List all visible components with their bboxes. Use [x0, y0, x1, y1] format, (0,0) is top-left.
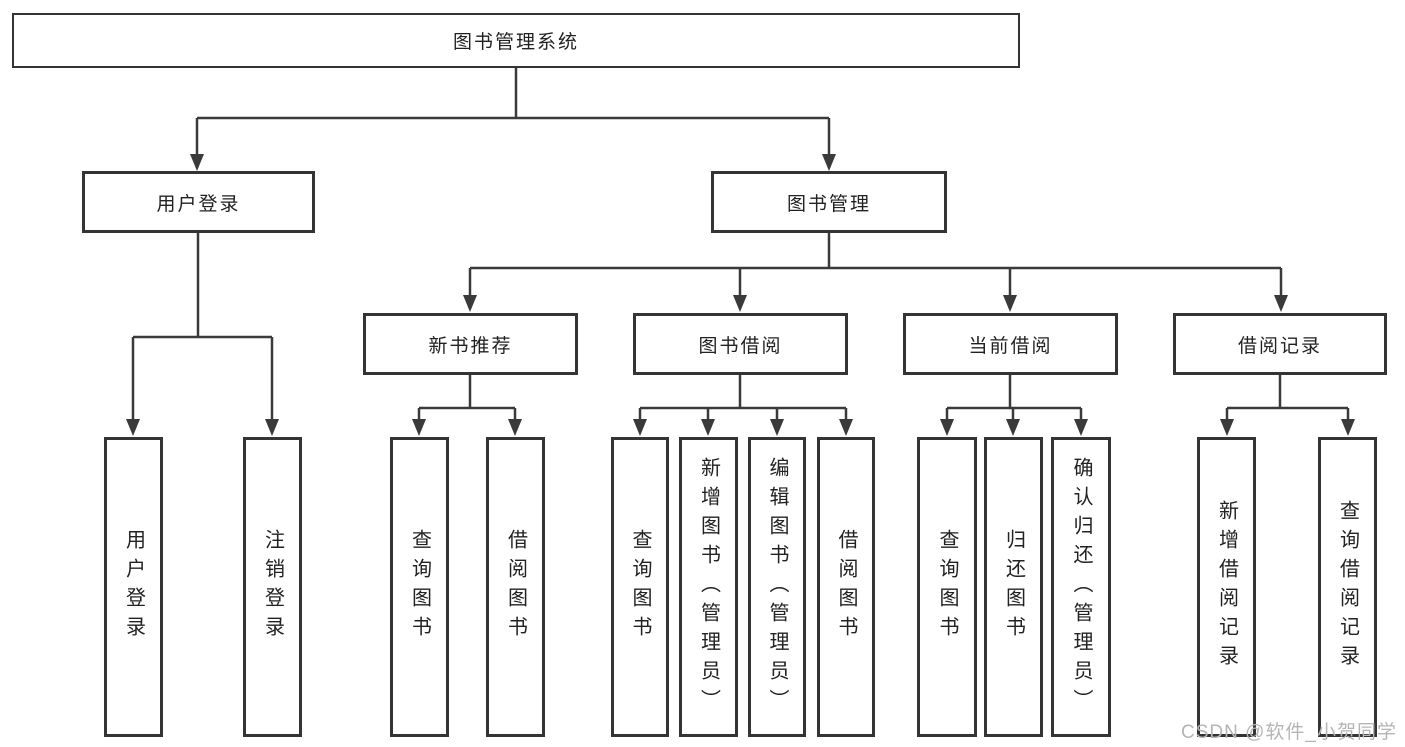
connector-root-to-level2	[195, 68, 831, 156]
leaf-logout-label: 注销登录	[261, 529, 284, 645]
arrowheads-book-borrow-children	[633, 419, 853, 436]
leaf-edit-books-admin-label: 编辑图书（管理员）	[766, 456, 788, 718]
leaf-query-borrow-record: 查询借阅记录	[1318, 437, 1377, 737]
leaf-add-books-admin-label: 新增图书（管理员）	[697, 456, 720, 718]
leaf-query-books-recommend-label: 查询图书	[408, 529, 431, 645]
leaf-query-books-current-label: 查询图书	[936, 529, 958, 645]
leaf-query-borrow-record-label: 查询借阅记录	[1336, 500, 1359, 674]
arrowheads-level3	[463, 295, 1288, 312]
leaf-borrow-books-recommend-label: 借阅图书	[504, 529, 527, 645]
leaf-query-books-borrow: 查询图书	[611, 437, 669, 737]
node-book-borrow: 图书借阅	[633, 313, 848, 375]
arrowheads-user-login-children	[126, 419, 279, 436]
leaf-user-login-label: 用户登录	[122, 529, 145, 645]
connector-book-borrow-children	[638, 375, 848, 421]
node-borrow-records: 借阅记录	[1173, 313, 1387, 375]
arrowheads-borrow-record-children	[1220, 419, 1355, 436]
leaf-logout: 注销登录	[243, 437, 302, 737]
node-new-book-recommend-label: 新书推荐	[428, 335, 513, 357]
node-user-login-label: 用户登录	[156, 193, 241, 215]
leaf-borrow-books: 借阅图书	[817, 437, 875, 737]
leaf-user-login: 用户登录	[104, 437, 163, 737]
node-current-borrow: 当前借阅	[903, 313, 1118, 375]
node-borrow-records-label: 借阅记录	[1237, 335, 1322, 357]
node-user-login: 用户登录	[82, 171, 315, 233]
leaf-query-books-current: 查询图书	[917, 437, 977, 737]
node-book-borrow-label: 图书借阅	[698, 335, 783, 357]
connector-new-book-children	[417, 375, 517, 421]
leaf-return-books-label: 归还图书	[1002, 529, 1025, 645]
connector-borrow-record-children	[1225, 375, 1350, 421]
arrowheads-current-borrow-children	[940, 419, 1088, 436]
arrowheads-level2	[190, 154, 836, 171]
node-library-management-system-label: 图书管理系统	[452, 32, 579, 53]
leaf-query-books-recommend: 查询图书	[390, 437, 449, 737]
leaf-query-books-borrow-label: 查询图书	[629, 529, 651, 645]
connector-current-borrow-children	[945, 375, 1083, 421]
leaf-confirm-return-admin-label: 确认归还（管理员）	[1070, 456, 1092, 718]
leaf-add-borrow-record-label: 新增借阅记录	[1215, 500, 1238, 674]
csdn-watermark: CSDN @软件_小贺同学	[1181, 722, 1397, 743]
leaf-add-borrow-record: 新增借阅记录	[1197, 437, 1256, 737]
leaf-add-books-admin: 新增图书（管理员）	[679, 437, 738, 737]
node-new-book-recommend: 新书推荐	[363, 313, 578, 375]
leaf-edit-books-admin: 编辑图书（管理员）	[748, 437, 806, 737]
node-library-management-system: 图书管理系统	[12, 13, 1020, 68]
leaf-confirm-return-admin: 确认归还（管理员）	[1051, 437, 1111, 737]
arrowheads-new-book-children	[412, 419, 522, 436]
leaf-borrow-books-recommend: 借阅图书	[486, 437, 545, 737]
leaf-return-books: 归还图书	[984, 437, 1043, 737]
node-current-borrow-label: 当前借阅	[968, 335, 1053, 357]
node-book-management: 图书管理	[711, 171, 947, 233]
connector-book-management-children	[468, 233, 1283, 297]
node-book-management-label: 图书管理	[786, 193, 871, 215]
connector-user-login-children	[131, 233, 274, 421]
leaf-borrow-books-label: 借阅图书	[835, 529, 857, 645]
